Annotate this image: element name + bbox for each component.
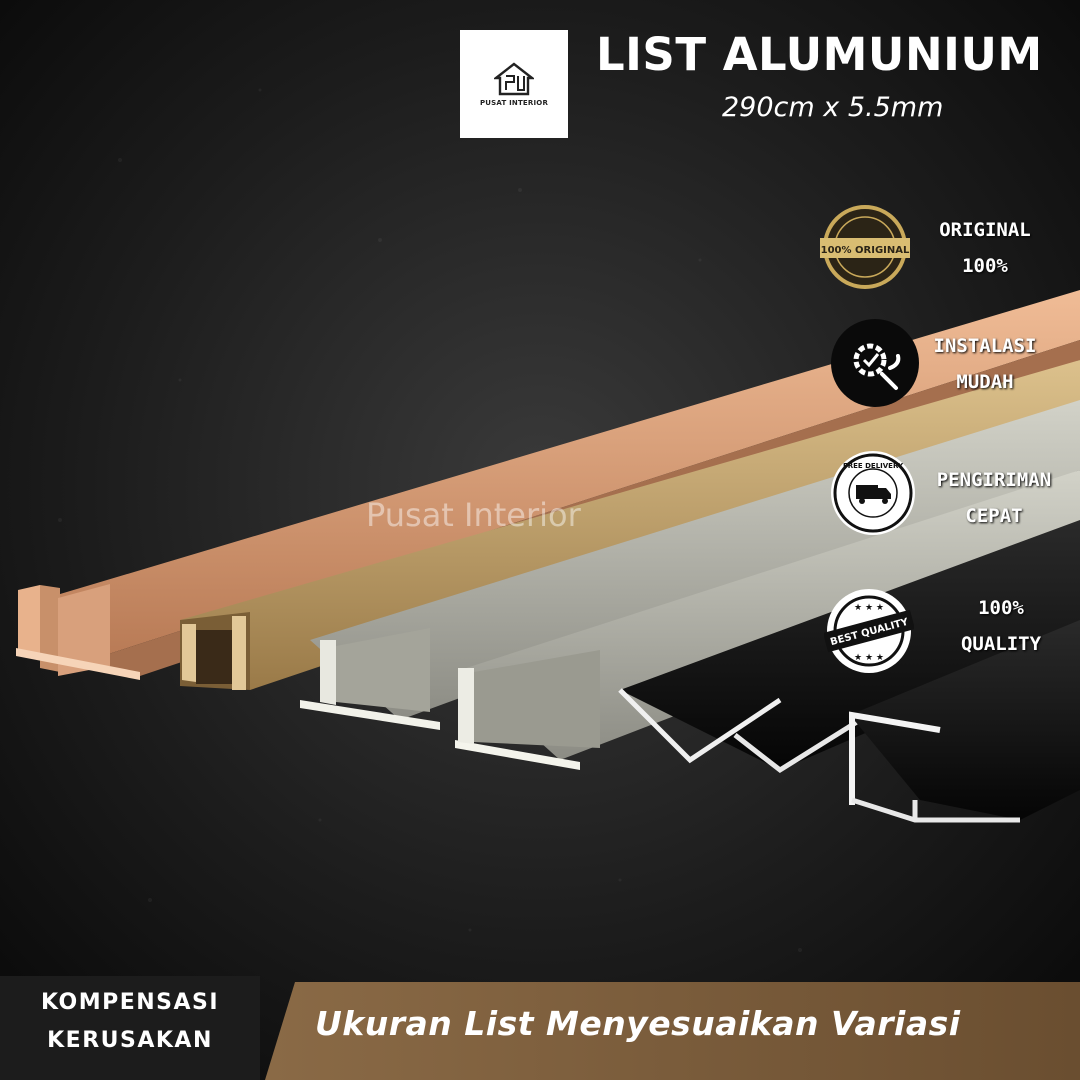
compensation-line1: KOMPENSASI	[40, 990, 220, 1015]
house-logo-icon	[494, 61, 534, 95]
size-banner: Ukuran List Menyesuaikan Variasi	[265, 982, 1080, 1080]
feature-installation: INSTALASI MUDAH	[930, 328, 1040, 400]
banner-shape	[265, 982, 1080, 1080]
page-subtitle: 290cm x 5.5mm	[722, 92, 944, 123]
gear-wrench-icon	[831, 319, 919, 407]
feature-shipping-line2: CEPAT	[965, 505, 1023, 527]
free-delivery-badge-text: FREE DELIVERY	[843, 462, 904, 470]
feature-original: ORIGINAL 100%	[930, 212, 1040, 284]
feature-installation-line1: INSTALASI	[933, 335, 1037, 357]
gold-profile	[180, 360, 1080, 690]
page-title: LIST ALUMUNIUM	[596, 28, 1043, 81]
logo-text: PUSAT INTERIOR	[479, 98, 549, 107]
banner-text: Ukuran List Menyesuaikan Variasi	[315, 1004, 961, 1043]
feature-shipping-line1: PENGIRIMAN	[936, 469, 1052, 491]
original-badge-text: 100% ORIGINAL	[821, 245, 910, 256]
black-profile-2	[849, 620, 1080, 823]
watermark: Pusat Interior	[366, 496, 581, 534]
feature-quality-line2: QUALITY	[960, 633, 1042, 655]
feature-installation-line2: MUDAH	[956, 371, 1014, 393]
original-seal-icon: 100% ORIGINAL	[820, 205, 910, 289]
brand-logo: PUSAT INTERIOR	[460, 30, 568, 138]
feature-original-line2: 100%	[962, 255, 1008, 277]
svg-text:★ ★ ★: ★ ★ ★	[854, 603, 884, 613]
feature-quality-line1: 100%	[978, 597, 1024, 619]
compensation-line2: KERUSAKAN	[47, 1028, 213, 1053]
feature-quality: 100% QUALITY	[946, 590, 1056, 662]
compensation-box: KOMPENSASI KERUSAKAN	[0, 976, 260, 1080]
silver-profile-2	[455, 470, 1080, 770]
svg-text:★ ★ ★: ★ ★ ★	[854, 653, 884, 663]
feature-original-line1: ORIGINAL	[939, 219, 1031, 241]
feature-shipping: PENGIRIMAN CEPAT	[928, 462, 1060, 534]
best-quality-badge-icon: BEST QUALITY ★ ★ ★ ★ ★ ★	[824, 589, 914, 673]
delivery-truck-icon: FREE DELIVERY	[831, 451, 915, 535]
